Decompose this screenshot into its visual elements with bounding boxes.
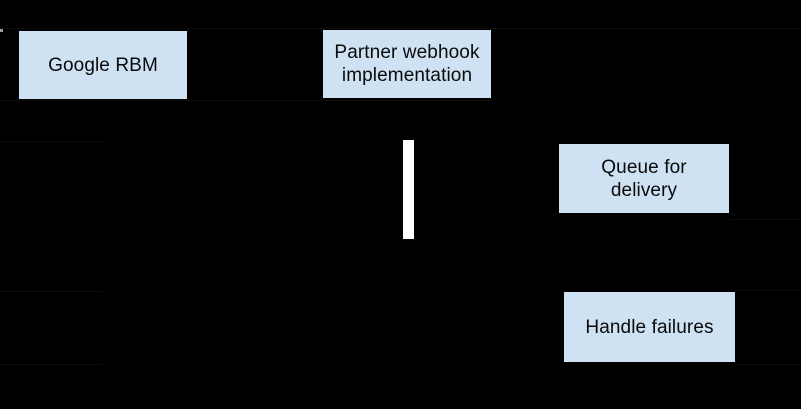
faint-arrow-line [736,364,801,365]
node-google-rbm-label: Google RBM [48,54,158,76]
faint-arrow-line [0,364,103,365]
node-partner-webhook-implementation: Partner webhook implementation [322,29,492,99]
node-handle-failures: Handle failures [563,291,736,363]
lifeline-activation-bar [403,140,414,239]
faint-frame-line [0,28,801,29]
node-queue-for-delivery: Queue for delivery [558,143,730,214]
faint-arrow-line [0,141,103,142]
node-handle-failures-label: Handle failures [585,316,714,338]
node-google-rbm: Google RBM [18,30,188,100]
faint-arrow-line [0,291,103,292]
faint-arrow-line [736,290,801,291]
node-partner-webhook-implementation-label: Partner webhook implementation [334,42,480,86]
faint-frame-line [0,100,492,101]
left-edge-artifact [0,29,3,32]
faint-arrow-line [729,219,801,220]
node-queue-for-delivery-label: Queue for delivery [601,156,687,201]
